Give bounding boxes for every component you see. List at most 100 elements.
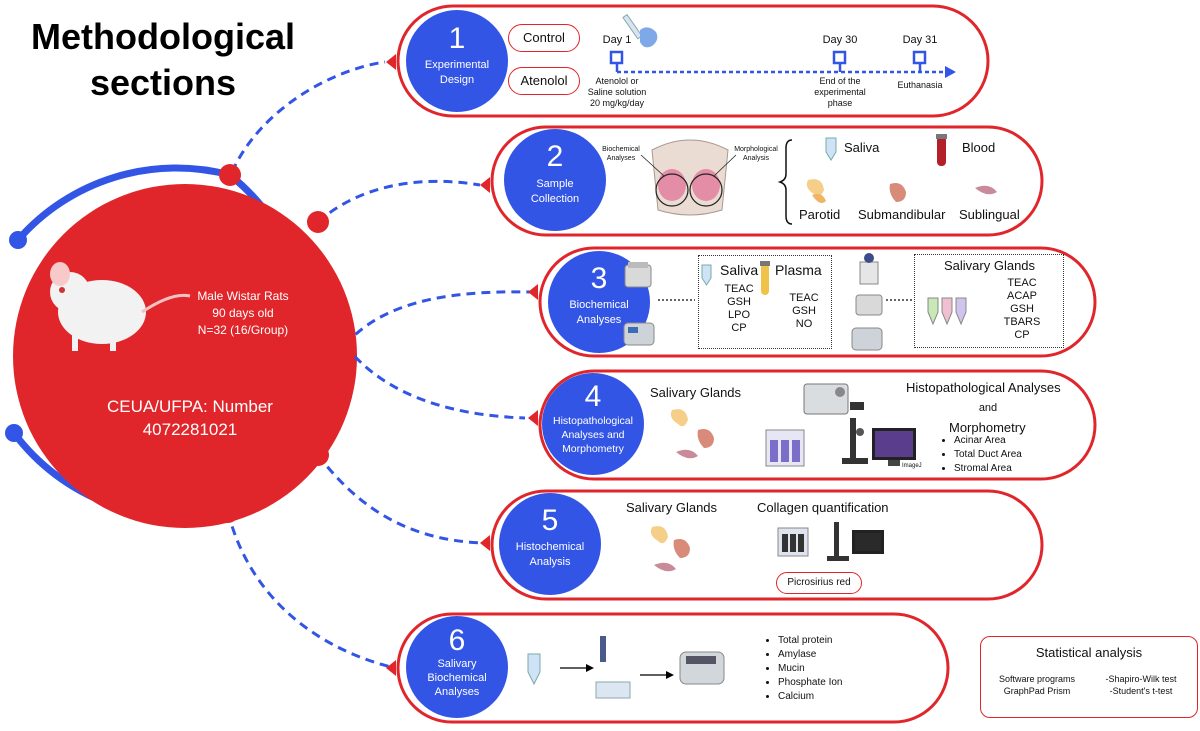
subject-age: 90 days old	[212, 306, 274, 320]
group-control-pill: Control	[508, 24, 580, 52]
saliva-analyte-4: CP	[731, 322, 747, 334]
morphometry-title: Morphometry	[949, 420, 1026, 435]
microscope-icon-4	[842, 418, 868, 464]
plate-reader-icon	[679, 651, 725, 685]
glands-analyte-4: TBARS	[1003, 316, 1041, 328]
step-label-3-line-2: Analyses	[576, 314, 622, 326]
parotid-gland-icon	[806, 179, 826, 203]
sample-brace	[777, 139, 793, 225]
stained-slides-icon	[777, 527, 809, 557]
saliva-analyte-3: LPO	[727, 309, 750, 321]
glands-title-4: Salivary Glands	[650, 385, 742, 400]
centrifuge-icon-1	[624, 262, 652, 288]
collagen-title: Collagen quantification	[757, 500, 889, 515]
step-label-6-line-2: Biochemical	[427, 672, 487, 684]
timeline-day30-note-line-3: phase	[827, 98, 853, 108]
step-label-5: Histochemical Analysis	[503, 540, 597, 570]
step-label-3-line-1: Biochemical	[569, 299, 629, 311]
step-label-5-line-1: Histochemical	[515, 541, 585, 553]
step-label-4: Histopathological Analyses and Morphomet…	[544, 414, 642, 456]
salivary-biochem-item: Phosphate Ion	[778, 676, 898, 690]
step-label-3: Biochemical Analyses	[552, 298, 646, 328]
step-number-1: 1	[448, 22, 466, 55]
stats-test-1: -Shapiro-Wilk test	[1105, 674, 1177, 684]
saliva-plasma-box	[698, 255, 832, 349]
step-circle-6	[406, 616, 508, 718]
step-label-4-line-3: Morphometry	[562, 443, 624, 455]
capsule-2	[490, 125, 1044, 237]
timeline-day30-note: End of the experimental phase	[804, 76, 876, 109]
rat-dissection-icon	[640, 139, 737, 216]
statistical-analysis-box: Statistical analysis Software programs G…	[980, 636, 1198, 718]
step-label-1: Experimental Design	[410, 58, 504, 88]
timeline-day30-label: Day 30	[822, 34, 858, 46]
callout-biochemical-line-2: Analyses	[606, 155, 636, 162]
pointer-4	[528, 410, 538, 426]
page-title-line-2: sections	[89, 62, 237, 103]
saliva-title: Saliva	[720, 262, 759, 278]
step-circle-2	[504, 129, 606, 231]
timeline-marker-day30	[832, 50, 847, 65]
connector-6	[226, 511, 396, 670]
connector-4	[343, 344, 526, 420]
ring-end-dot-upper	[9, 231, 27, 249]
rat-icon	[50, 262, 191, 351]
step-number-6: 6	[448, 624, 466, 657]
stats-software-line-1: Software programs	[998, 674, 1076, 684]
gland-icons-5	[650, 526, 690, 572]
junction-dot-2	[307, 211, 329, 233]
stats-tests: -Shapiro-Wilk test -Student's t-test	[1091, 673, 1191, 697]
step-number-2: 2	[546, 140, 564, 173]
step-circle-4	[542, 373, 644, 475]
sublingual-gland-icon	[975, 185, 997, 195]
gavage-syringe-icon	[622, 13, 658, 48]
ring-end-dot-lower	[5, 424, 23, 442]
step-number-4: 4	[584, 380, 602, 413]
step-label-2: Sample Collection	[508, 177, 602, 207]
pointer-6	[386, 660, 396, 676]
stats-software-line-2: GraphPad Prism	[1003, 686, 1071, 696]
subject-strain: Male Wistar Rats	[197, 289, 289, 303]
callout-biochemical-line-1: Biochemical	[602, 146, 640, 153]
callout-morphological-line-2: Analysis	[742, 155, 770, 162]
center-disc	[13, 184, 357, 528]
step-label-4-line-2: Analyses and	[561, 429, 625, 441]
stats-title: Statistical analysis	[1035, 645, 1143, 660]
capsule-3	[538, 246, 1097, 358]
microtome-icon	[803, 383, 864, 415]
timeline-day31-label: Day 31	[902, 34, 938, 46]
pipette-plate-icon	[595, 636, 631, 699]
callout-morphological-line-1: Morphological	[734, 146, 778, 153]
spectrophotometer-icon-2	[851, 327, 883, 351]
callout-morphological: Morphological Analysis	[728, 145, 784, 163]
morphometry-list: Acinar Area Total Duct Area Stromal Area	[942, 434, 1074, 476]
step-label-1-line-1: Experimental	[424, 59, 490, 71]
microtubes-icon	[927, 297, 967, 326]
monitor-icon-4	[872, 428, 916, 466]
monitor-icon-5	[852, 530, 884, 554]
pointer-5	[480, 535, 490, 551]
step-label-2-line-1: Sample	[536, 178, 574, 190]
glands-analyte-3: GSH	[1010, 303, 1034, 315]
plasma-analyte-2: GSH	[792, 305, 816, 317]
salivary-biochem-item: Mucin	[778, 662, 898, 676]
step-label-6-line-3: Analyses	[434, 686, 480, 698]
timeline-marker-day1	[609, 50, 624, 65]
glands-analyte-2: ACAP	[1007, 290, 1037, 302]
sample-sublingual-label: Sublingual	[959, 207, 1020, 222]
sample-parotid-label: Parotid	[799, 207, 841, 222]
capsule-5	[490, 489, 1044, 601]
plasma-tube-icon	[760, 261, 770, 295]
junction-dot-5	[217, 501, 239, 523]
connector-5	[316, 454, 483, 545]
saliva-analyte-1: TEAC	[724, 283, 754, 295]
glands-analytes: TEAC ACAP GSH TBARS CP	[992, 277, 1052, 342]
salivary-biochem-item: Total protein	[778, 634, 898, 648]
step-label-1-line-2: Design	[439, 74, 475, 86]
timeline-day1-note-line-3: 20 mg/kg/day	[589, 98, 645, 108]
gland-icons-4	[670, 409, 714, 459]
salivary-biochem-item: Calcium	[778, 690, 898, 704]
glands-analyte-1: TEAC	[1007, 277, 1037, 289]
salivary-glands-box	[914, 254, 1064, 348]
